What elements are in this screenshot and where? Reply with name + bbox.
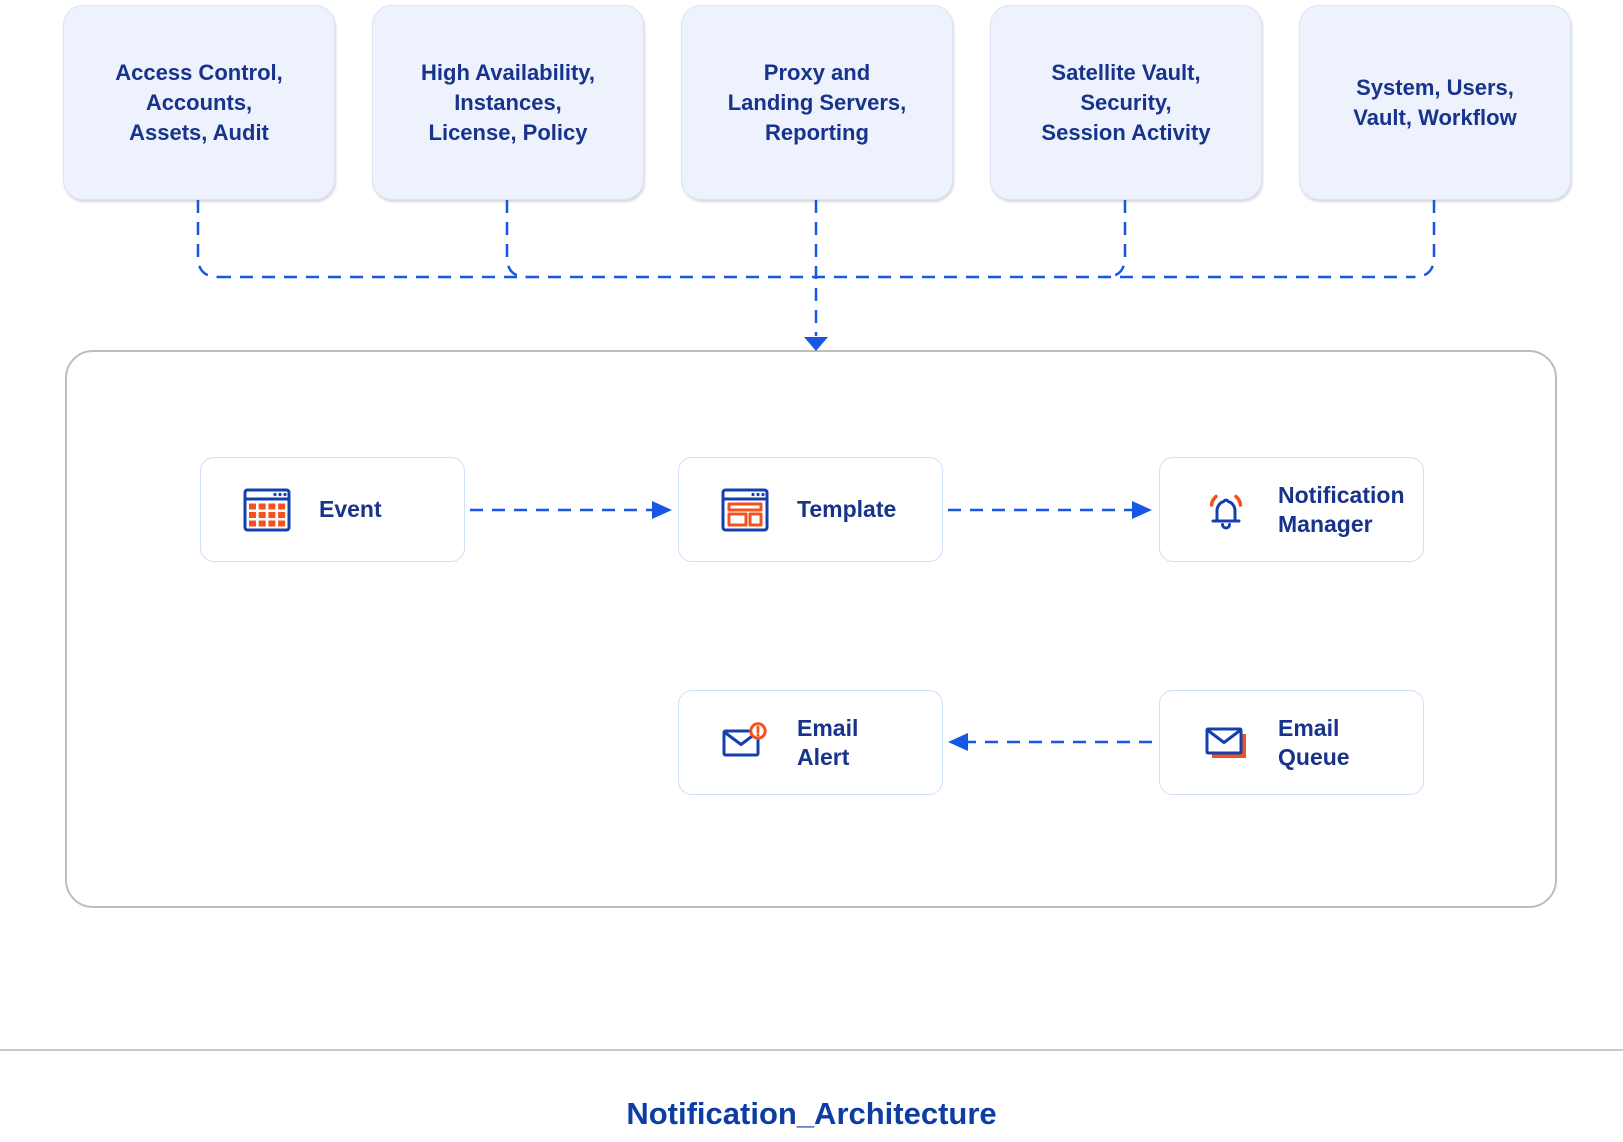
connector-system-users bbox=[1413, 200, 1436, 279]
top-box-label: System, Users, Vault, Workflow bbox=[1353, 74, 1517, 130]
arrowhead-down bbox=[804, 337, 828, 351]
email-queue-icon bbox=[1200, 717, 1252, 769]
node-label: Email Alert bbox=[797, 714, 859, 770]
node-event: Event bbox=[200, 457, 465, 562]
footer-divider bbox=[0, 1049, 1623, 1051]
node-email-alert: Email Alert bbox=[678, 690, 943, 795]
node-notification-manager: Notification Manager bbox=[1159, 457, 1424, 562]
connector-high-availability bbox=[505, 200, 528, 279]
calendar-grid-icon bbox=[241, 484, 293, 536]
top-box-label: Access Control, Accounts, Assets, Audit bbox=[115, 59, 283, 145]
top-box-access-control: Access Control, Accounts, Assets, Audit bbox=[63, 5, 335, 200]
top-box-satellite-vault: Satellite Vault, Security, Session Activ… bbox=[990, 5, 1262, 200]
bell-icon bbox=[1200, 484, 1252, 536]
notification-container bbox=[65, 350, 1557, 908]
connector-satellite-vault bbox=[1104, 200, 1127, 279]
top-box-label: Proxy and Landing Servers, Reporting bbox=[727, 59, 907, 145]
node-label: Event bbox=[319, 496, 382, 523]
top-box-label: Satellite Vault, Security, Session Activ… bbox=[1041, 59, 1211, 145]
top-box-high-availability: High Availability, Instances, License, P… bbox=[372, 5, 644, 200]
node-label: Notification Manager bbox=[1278, 481, 1405, 537]
node-template: Template bbox=[678, 457, 943, 562]
node-email-queue: Email Queue bbox=[1159, 690, 1424, 795]
top-box-proxy-landing: Proxy and Landing Servers, Reporting bbox=[681, 5, 953, 200]
node-label: Template bbox=[797, 496, 897, 523]
diagram-title: Notification_Architecture bbox=[626, 1096, 997, 1131]
node-label: Email Queue bbox=[1278, 714, 1350, 770]
top-box-label: High Availability, Instances, License, P… bbox=[421, 59, 595, 145]
template-window-icon bbox=[719, 484, 771, 536]
email-alert-icon bbox=[719, 717, 771, 769]
connector-access-control bbox=[196, 200, 219, 279]
top-box-system-users: System, Users, Vault, Workflow bbox=[1299, 5, 1571, 200]
